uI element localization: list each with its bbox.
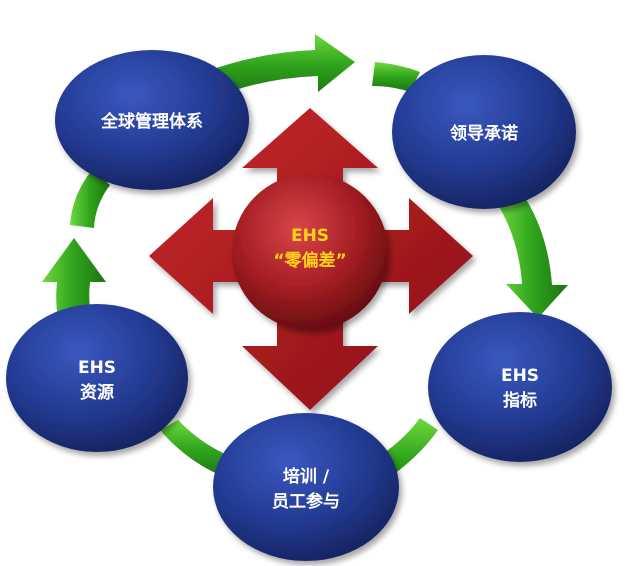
arrow-top-right-segment-icon [372,62,420,92]
node-leadership: 领导承诺 [392,55,576,209]
node-leadership-label: 领导承诺 [450,123,518,144]
node-ehs-resources-line1: EHS [78,358,116,378]
node-global-system: 全球管理体系 [55,50,249,190]
arrow-left-icon [42,238,106,320]
arrow-right-icon [498,190,568,318]
node-ehs-metrics-line2: 指标 [503,390,537,411]
node-ehs-metrics: EHS 指标 [428,312,612,462]
node-global-system-label: 全球管理体系 [100,111,203,132]
node-training-line2: 员工参与 [272,491,340,512]
arrow-top-icon [205,34,355,96]
node-training: 培训 / 员工参与 [213,413,399,561]
center-subtitle: “零偏差” [273,250,346,271]
center-title: EHS [291,226,329,246]
node-training-line1: 培训 / [283,466,330,487]
node-ehs-resources-line2: 资源 [80,382,114,403]
node-ehs-metrics-line1: EHS [501,366,539,386]
center-circle: EHS “零偏差” [232,174,388,330]
arrow-left-upper-segment-icon [70,170,110,228]
node-ehs-resources: EHS 资源 [6,304,188,452]
